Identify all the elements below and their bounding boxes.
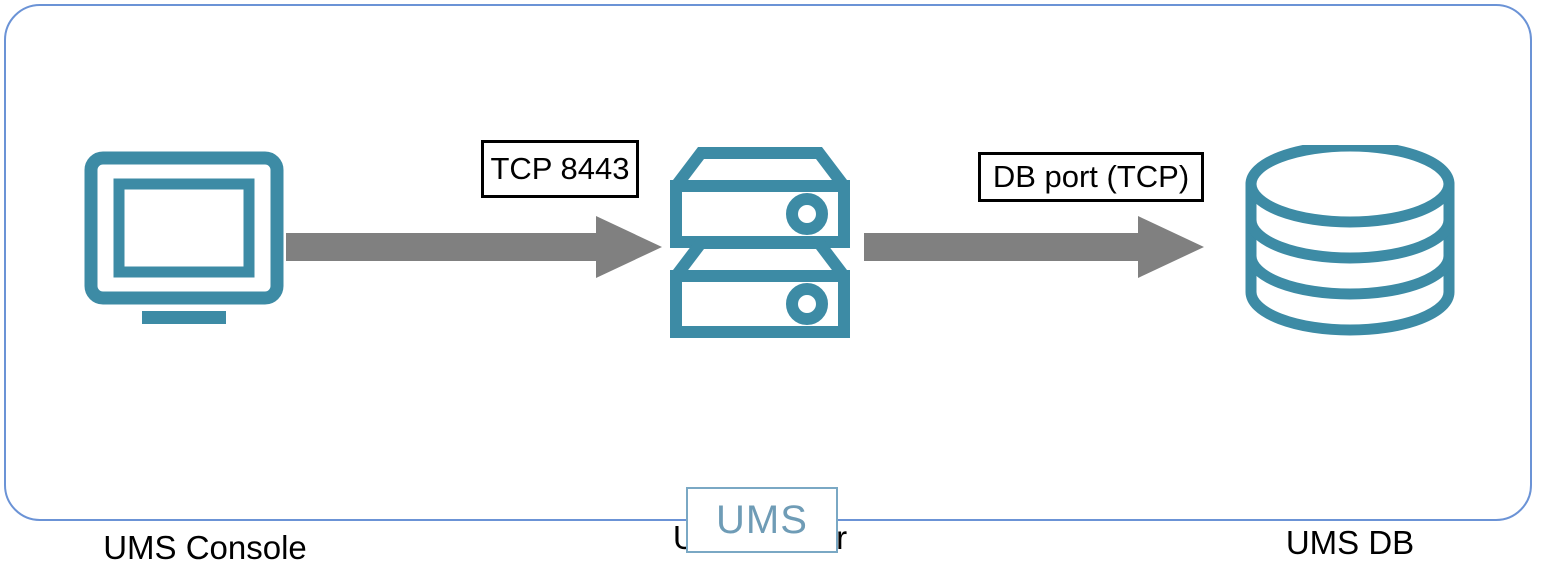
database-cylinder-icon — [1190, 140, 1510, 355]
ums-zone-badge-label: UMS — [716, 497, 808, 542]
ums-zone-badge: UMS — [686, 487, 838, 553]
port-label-tcp-8443: TCP 8443 — [481, 140, 639, 198]
port-label-text: DB port (TCP) — [992, 159, 1190, 194]
port-label-db-port: DB port (TCP) — [978, 152, 1204, 202]
arrow-server-to-db — [864, 216, 1204, 278]
ums-zone-boundary — [4, 4, 1532, 521]
port-label-text: TCP 8443 — [490, 151, 630, 186]
node-ums-db[interactable]: UMS DB — [1190, 140, 1510, 561]
monitor-icon — [40, 150, 370, 355]
node-label-ums-console: UMS Console — [103, 529, 307, 566]
node-label-ums-db: UMS DB — [1285, 524, 1415, 561]
node-ums-console[interactable]: UMS Console — [40, 150, 370, 566]
arrow-console-to-server — [286, 216, 662, 278]
server-rack-icon — [600, 140, 920, 355]
